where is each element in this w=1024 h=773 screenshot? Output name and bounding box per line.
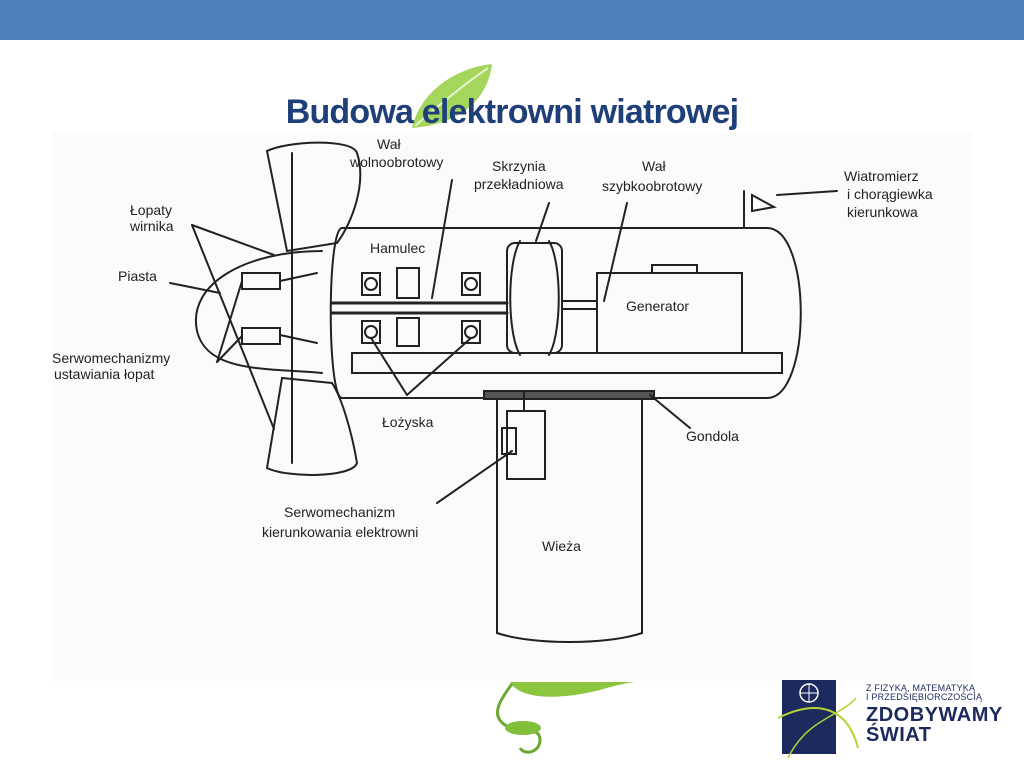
leaf-decoration — [412, 64, 492, 128]
logo-line-2: I PRZEDSIĘBIORCZOŚCIĄ — [866, 692, 983, 702]
label-serwo-kierunek: Serwomechanizm kierunkowania elektrowni — [262, 504, 418, 540]
logo-line-1: Z FIZYKĄ, MATEMATYKĄ — [866, 683, 976, 693]
tower-outline — [496, 394, 643, 643]
label-wieza: Wieża — [542, 538, 581, 554]
logo-line-4: ŚWIAT — [866, 724, 932, 746]
label-piasta: Piasta — [118, 268, 157, 284]
label-hamulec: Hamulec — [370, 240, 425, 256]
wind-turbine-diagram: Łopaty wirnika Piasta Serwomechanizmy us… — [52, 133, 972, 681]
label-gondola: Gondola — [686, 428, 739, 444]
label-wiatromierz: Wiatromierz i chorągiewka kierunkowa — [844, 168, 937, 220]
label-wal-szybkoobrotowy: Wał szybkoobrotowy — [602, 158, 702, 194]
logo-text: Z FIZYKĄ, MATEMATYKĄ I PRZEDSIĘBIORCZOŚC… — [866, 683, 1003, 746]
lower-blade — [265, 376, 359, 476]
label-serwo-lopat: Serwomechanizmy ustawiania łopat — [52, 350, 174, 382]
project-logo — [777, 678, 1024, 768]
label-lozyska: Łożyska — [382, 414, 434, 430]
slide-title: Budowa elektrowni wiatrowej — [285, 93, 739, 131]
label-skrzynia: Skrzynia przekładniowa — [474, 158, 564, 192]
label-generator: Generator — [626, 298, 689, 314]
hub-nose — [194, 250, 323, 374]
label-wal-wolnoobrotowy: Wał wolnoobrotowy — [349, 136, 443, 170]
base-frame — [351, 352, 783, 374]
header-bar — [0, 0, 1024, 40]
logo-line-3: ZDOBYWAMY — [866, 704, 1003, 726]
nacelle-outline — [329, 227, 802, 399]
upper-blade — [265, 141, 362, 253]
label-lopaty: Łopaty wirnika — [129, 202, 176, 234]
